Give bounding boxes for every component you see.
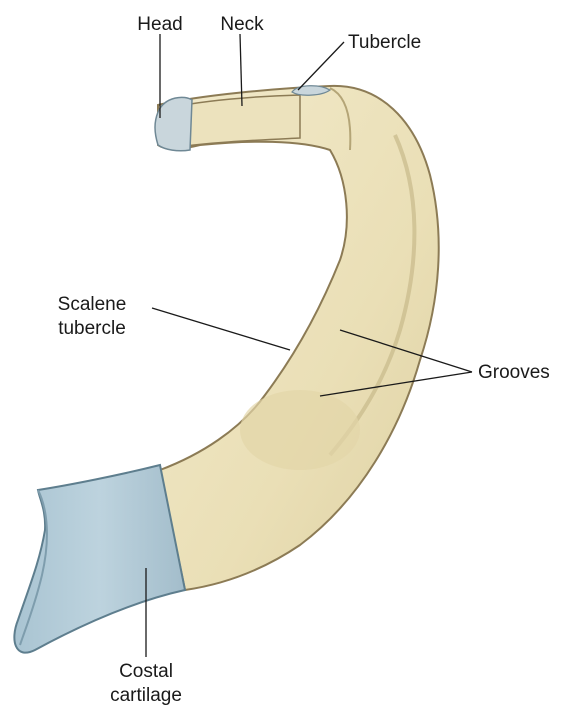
tubercle-leader <box>298 42 344 90</box>
label-grooves: Grooves <box>478 362 550 383</box>
label-scalene-line1: Scalene <box>58 294 127 315</box>
scalene-tubercle-leader <box>152 308 290 350</box>
label-head: Head <box>137 14 182 35</box>
groove-depression <box>240 390 360 470</box>
label-scalene-line2: tubercle <box>58 318 126 339</box>
label-tubercle: Tubercle <box>348 32 421 53</box>
label-neck: Neck <box>220 14 264 35</box>
label-costal-line1: Costal <box>119 661 173 682</box>
label-costal-line2: cartilage <box>110 685 182 706</box>
